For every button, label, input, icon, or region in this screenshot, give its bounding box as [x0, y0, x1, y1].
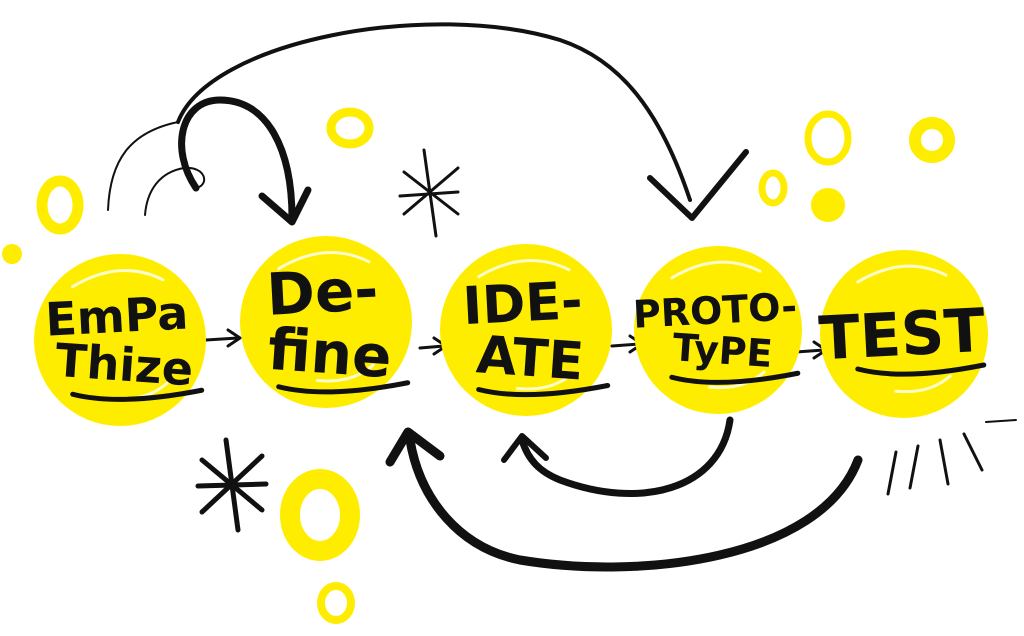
loop-arrows-top: [107, 22, 749, 226]
stage-test: TEST: [817, 250, 988, 418]
decoration-layer: [2, 107, 955, 624]
arrow-prototype-test: [794, 348, 826, 354]
stage-label-line: ATE: [474, 325, 585, 392]
label-swash: [476, 383, 611, 398]
stage-circle: [240, 236, 412, 408]
stage-ideate: IDE-ATE: [440, 244, 612, 416]
stage-circle: [34, 254, 206, 426]
yellow-ring: [317, 582, 355, 624]
yellow-dot: [811, 188, 845, 222]
stage-glint: [670, 260, 762, 280]
yellow-ring: [758, 169, 788, 207]
label-swash: [276, 380, 411, 395]
stage-label-line: EmPa: [44, 285, 190, 346]
stage-circle: [440, 244, 612, 416]
stage-label-line: De-: [265, 255, 380, 329]
yellow-ring: [326, 107, 374, 149]
yellow-dot: [2, 244, 22, 264]
sparkle-icon: [195, 437, 269, 533]
stage-glint: [515, 371, 575, 391]
sparkle-icon: [398, 148, 460, 238]
stage-glint: [315, 363, 375, 383]
stage-define: De-fine: [240, 236, 412, 408]
stage-label-line: PROTO-: [632, 284, 798, 337]
arrow-define-ideate: [418, 344, 446, 350]
stage-glint: [856, 264, 948, 284]
yellow-ring: [36, 175, 84, 235]
label-swash: [669, 370, 801, 385]
stage-label-line: Thize: [54, 333, 195, 396]
stage-label-line: TyPE: [671, 325, 774, 376]
stage-label-line: IDE-: [461, 271, 584, 337]
loop-arrows-bottom: [385, 416, 1017, 572]
label-swash: [855, 362, 987, 377]
stage-label-line: fine: [266, 315, 394, 391]
arrow-empathize-define: [204, 336, 240, 342]
yellow-ring: [280, 469, 360, 561]
stage-glint: [708, 370, 766, 390]
yellow-ring: [909, 117, 955, 163]
stage-glint: [477, 259, 571, 279]
label-swash: [70, 387, 205, 402]
stage-glint: [894, 374, 952, 394]
stage-circle: [634, 246, 802, 414]
stage-label-line: TEST: [817, 296, 987, 375]
stage-glint: [277, 251, 371, 271]
yellow-ring: [804, 110, 852, 166]
stage-circle: [820, 250, 988, 418]
stage-prototype: PROTO-TyPE: [632, 246, 802, 414]
stage-glint: [71, 269, 165, 289]
